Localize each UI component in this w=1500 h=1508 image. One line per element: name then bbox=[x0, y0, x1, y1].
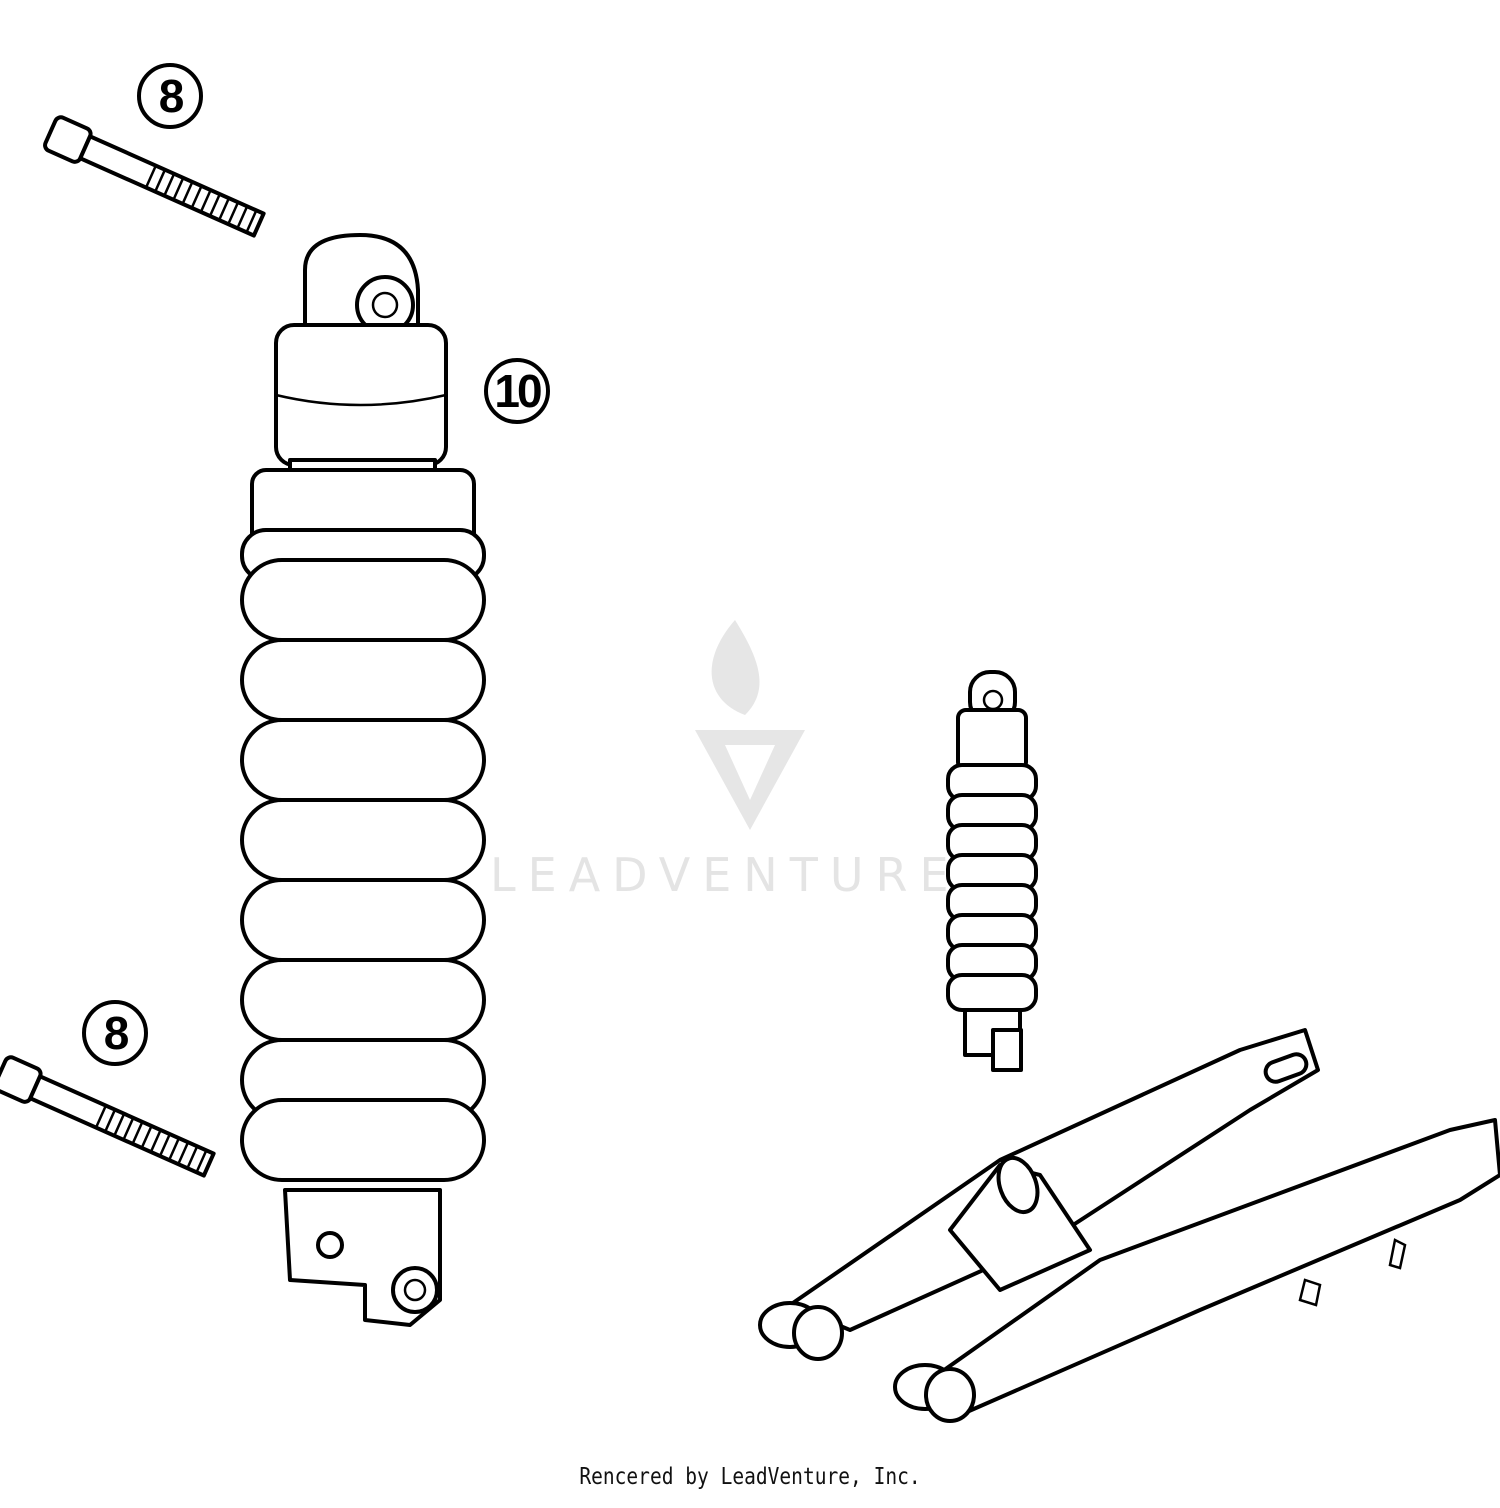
footer-credit: Rencered by LeadVenture, Inc. bbox=[579, 1464, 921, 1490]
upper-bolt bbox=[43, 115, 266, 238]
shock-absorber bbox=[240, 233, 486, 1327]
watermark-logo bbox=[695, 620, 805, 830]
callout-8-lower: 8 bbox=[82, 1000, 148, 1066]
callout-8-upper: 8 bbox=[137, 63, 203, 129]
swingarm bbox=[758, 1028, 1500, 1423]
lower-bolt bbox=[0, 1055, 216, 1178]
shock-absorber-thumbnail bbox=[946, 670, 1038, 1072]
spring-coils bbox=[240, 558, 486, 1182]
callout-10: 10 bbox=[484, 358, 550, 424]
watermark-logo-text: LEADVENTURE bbox=[490, 848, 961, 902]
